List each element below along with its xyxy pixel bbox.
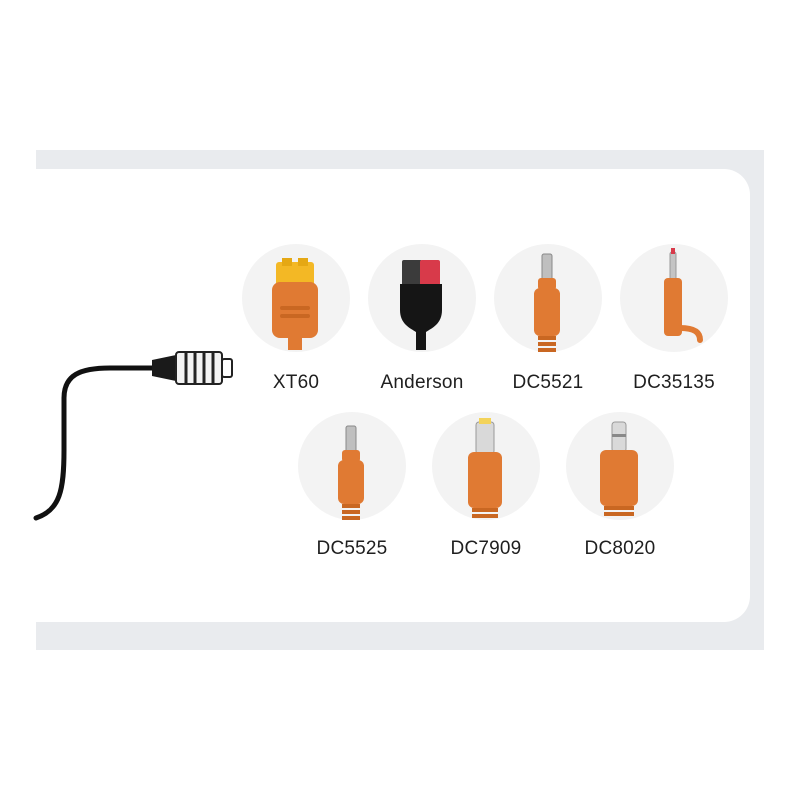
dc7909-connector-icon [468, 418, 502, 518]
connector-label: DC5521 [512, 372, 584, 393]
anderson-connector-icon [400, 260, 442, 350]
content-card [36, 169, 750, 622]
dc5525-connector-icon [338, 425, 364, 520]
dc35135-connector-icon [664, 248, 703, 343]
dc5521-connector-icon [534, 253, 560, 352]
dc8020-connector-icon [600, 421, 638, 516]
connector-label: Anderson [380, 372, 464, 393]
connector-label: DC35135 [633, 372, 715, 393]
connector-label: DC8020 [584, 538, 656, 559]
connector-label: DC5525 [316, 538, 388, 559]
xt60-connector-icon [272, 258, 318, 350]
connector-label: DC7909 [450, 538, 522, 559]
connector-label: XT60 [272, 372, 320, 393]
